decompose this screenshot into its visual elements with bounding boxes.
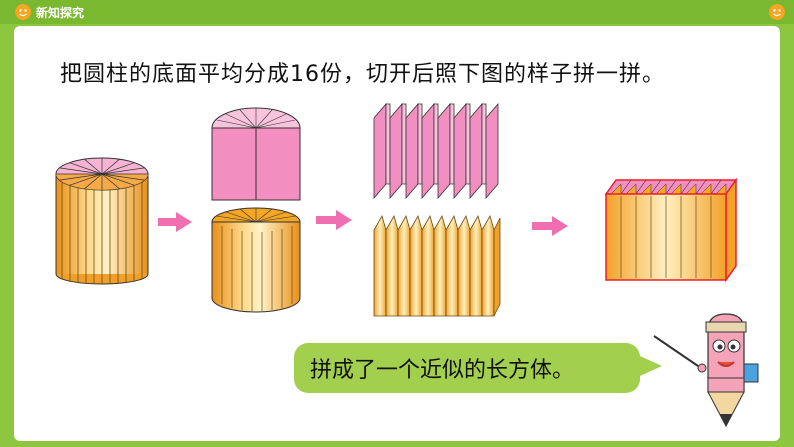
arrow-right-icon xyxy=(532,216,568,236)
orange-wedges xyxy=(373,214,501,317)
pencil-mascot-icon xyxy=(653,313,759,428)
instruction-text: 把圆柱的底面平均分成16份，切开后照下图的样子拼一拼。 xyxy=(60,62,665,87)
conclusion-text: 拼成了一个近似的长方体。 xyxy=(310,358,575,383)
bubble-tail xyxy=(640,356,662,376)
half-cylinder-bottom xyxy=(211,207,301,313)
logo-icon xyxy=(769,4,785,20)
speech-bubble xyxy=(294,343,640,393)
arrow-right-icon xyxy=(158,212,192,232)
whole-cylinder xyxy=(55,157,149,285)
arrow-right-icon xyxy=(316,210,352,230)
logo-icon xyxy=(15,4,31,20)
approximate-cuboid xyxy=(604,177,738,283)
half-cylinder-top xyxy=(211,107,301,201)
header-bar: 新知探究 xyxy=(0,0,794,24)
pink-wedges xyxy=(373,102,499,200)
header-title: 新知探究 xyxy=(36,6,85,20)
